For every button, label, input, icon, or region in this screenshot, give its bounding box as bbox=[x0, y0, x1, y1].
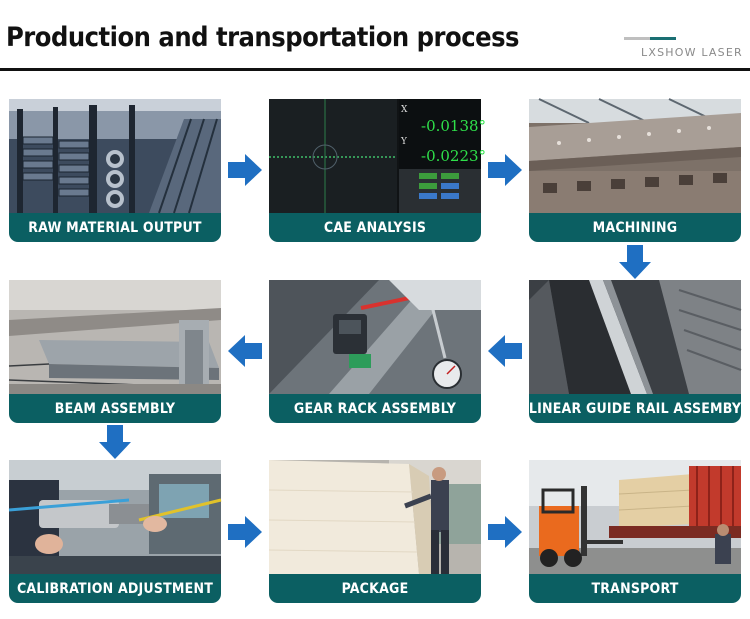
guide-rail-photo bbox=[529, 280, 742, 394]
step-label: MACHINING bbox=[592, 219, 678, 236]
step-label: CALIBRATION ADJUSTMENT bbox=[16, 580, 214, 597]
forklift-loading-truck-photo bbox=[529, 460, 741, 574]
aluminum-beam-photo bbox=[8, 280, 222, 394]
step-card-raw-material-output: RAW MATERIAL OUTPUT bbox=[9, 99, 221, 242]
step-card-package: PACKAGE bbox=[268, 460, 481, 603]
y-angle-readout: -0.0223° bbox=[421, 147, 487, 165]
step-label: PACKAGE bbox=[341, 580, 409, 597]
header-divider bbox=[0, 68, 750, 71]
step-card-calibration-adjustment: CALIBRATION ADJUSTMENT bbox=[8, 460, 222, 603]
x-angle-readout: -0.0138° bbox=[421, 117, 487, 135]
step-card-gear-rack-assembly: GEAR RACK ASSEMBLY bbox=[269, 280, 481, 423]
step-label: GEAR RACK ASSEMBLY bbox=[293, 400, 457, 417]
steel-pipe-rack-photo bbox=[9, 99, 221, 214]
step-label: LINEAR GUIDE RAIL ASSEMBY bbox=[528, 400, 742, 417]
wooden-crate-photo bbox=[268, 460, 481, 574]
y-axis-label: Y bbox=[401, 137, 407, 147]
step-card-beam-assembly: BEAM ASSEMBLY bbox=[8, 280, 222, 423]
step-card-machining: MACHINING bbox=[529, 98, 741, 242]
brand-name: LXSHOW LASER bbox=[641, 46, 743, 59]
brand-accent-bar bbox=[624, 37, 684, 40]
step-label: CAE ANALYSIS bbox=[323, 219, 427, 236]
arrow-left-icon bbox=[488, 334, 522, 368]
x-axis-label: X bbox=[401, 105, 408, 115]
arrow-left-icon bbox=[228, 334, 262, 368]
step-card-cae-analysis: X -0.0138° Y -0.0223° CAE ANALYSIS bbox=[269, 99, 486, 242]
step-label: RAW MATERIAL OUTPUT bbox=[28, 219, 202, 236]
arrow-down-icon bbox=[618, 245, 652, 279]
page-title: Production and transportation process bbox=[6, 22, 520, 53]
dial-gauge-on-rack-photo bbox=[269, 280, 481, 394]
arrow-down-icon bbox=[98, 425, 132, 459]
arrow-right-icon bbox=[228, 153, 262, 187]
step-card-transport: TRANSPORT bbox=[529, 460, 741, 603]
step-card-linear-guide-rail-assembly: LINEAR GUIDE RAIL ASSEMBY bbox=[528, 280, 742, 423]
step-label: BEAM ASSEMBLY bbox=[54, 400, 176, 417]
arrow-right-icon bbox=[488, 153, 522, 187]
step-label: TRANSPORT bbox=[591, 580, 679, 597]
laser-head-calibration-photo bbox=[8, 460, 222, 574]
arrow-right-icon bbox=[488, 515, 522, 549]
angle-measurement-display-photo bbox=[269, 99, 481, 213]
welded-steel-bed-photo bbox=[529, 98, 741, 213]
arrow-right-icon bbox=[228, 515, 262, 549]
